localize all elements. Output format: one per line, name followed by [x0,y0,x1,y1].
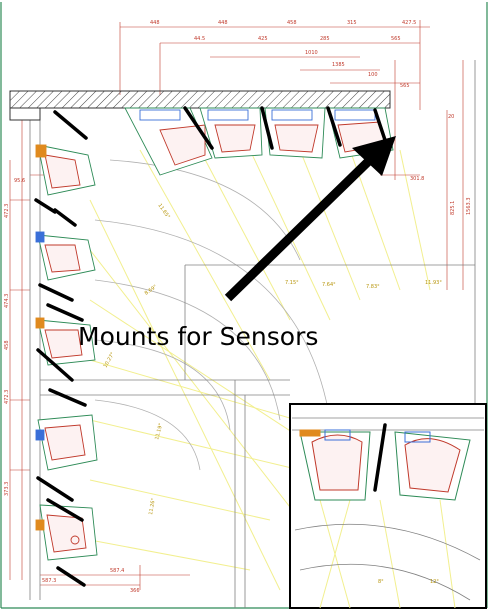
top-housing-3 [264,107,326,159]
dim-top-1: 448 [150,20,160,26]
dim-right-3: 825.1 [450,201,456,215]
dim-left-6: 373.3 [4,482,10,496]
left-housing-4 [35,414,98,471]
dim-top-2: 448 [218,20,228,26]
dim-right-1: 20 [448,114,454,120]
dim-top-4: 315 [347,20,357,26]
angle-inset-2: 12° [430,579,439,585]
dim-bottom-3: 587.3 [42,578,56,584]
dimension-labels: 448 448 458 315 427.5 44.5 425 285 565 1… [4,20,472,594]
angle-8: 7.83° [366,284,380,290]
dim-left-1: 95.6 [14,178,25,184]
angle-4: 11.19° [154,422,164,440]
angle-7: 7.64° [322,282,336,288]
inset-detail [289,403,487,609]
top-housing-1 [124,107,213,176]
dim-top-3: 458 [287,20,297,26]
dim-top2-2: 425 [258,36,268,42]
angle-6: 7.15° [285,280,299,286]
dim-bottom-2: 366 [130,588,140,594]
angle-3: 10.27° [103,351,117,369]
dim-left-3: 474.3 [4,294,10,308]
dim-left-5: 472.3 [4,390,10,404]
dim-top2-3: 285 [320,36,330,42]
dim-top4-2: 100 [368,72,378,78]
dim-top3-1: 1010 [305,50,318,56]
arc-lines [94,159,331,471]
left-sensor-housings [35,144,98,561]
dim-top2-4: 565 [391,36,401,42]
dim-top2-1: 44.5 [194,36,205,42]
left-housing-2 [35,231,96,281]
inset-housing-2 [394,431,471,501]
dim-right-4: 1563.3 [466,198,472,216]
wall-hatching [9,90,391,121]
mount-markers [34,106,387,587]
top-housing-2 [199,107,263,159]
dim-bottom-1: 587.4 [110,568,124,574]
angle-inset-1: 8° [378,579,384,585]
dim-top4-1: 1385 [332,62,345,68]
callout-label: Mounts for Sensors [78,322,318,351]
dim-left-2: 472.3 [4,204,10,218]
dim-right-2: 301.8 [410,176,424,182]
dim-top4-3: 565 [400,83,410,89]
dim-left-4: 458 [4,340,10,350]
angle-5: 11.26° [148,497,157,515]
dim-top-5: 427.5 [402,20,416,26]
inset-housing-1 [299,429,371,501]
left-housing-3 [35,317,96,366]
angle-9: 11.93° [425,280,442,286]
left-housing-5 [35,504,98,561]
top-sensor-housings [124,107,394,176]
dimension-lines [9,20,464,590]
angle-2: 8.69° [144,284,159,297]
left-housing-1 [35,144,96,196]
angle-1: 11.65° [156,203,171,221]
callout-arrow [224,136,396,302]
